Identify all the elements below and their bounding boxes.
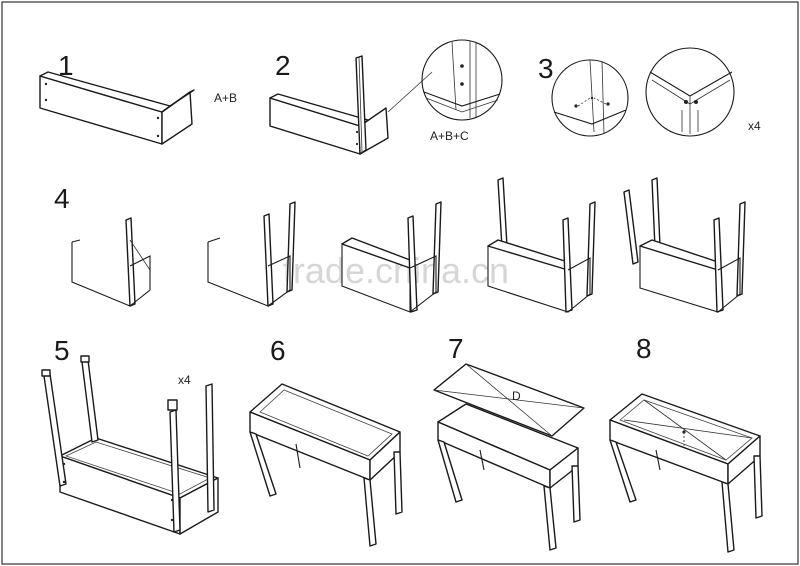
step-label: A+B+C bbox=[430, 129, 469, 143]
leg bbox=[571, 465, 581, 523]
step-8: 8 bbox=[609, 333, 763, 553]
step-label: A+B bbox=[214, 91, 237, 105]
step-number: 7 bbox=[448, 333, 464, 364]
leg bbox=[205, 383, 215, 513]
zoom-detail-2 bbox=[645, 47, 735, 137]
panel-d-label: D bbox=[512, 389, 521, 403]
step-7: 7 D bbox=[433, 333, 585, 551]
leg bbox=[753, 455, 763, 519]
leg bbox=[363, 477, 377, 547]
panel-b bbox=[161, 91, 193, 145]
leg bbox=[437, 439, 463, 503]
step-number: 5 bbox=[54, 335, 70, 366]
leg bbox=[609, 439, 637, 503]
leg bbox=[81, 359, 99, 443]
panel-b-top bbox=[161, 89, 195, 113]
leg-c bbox=[355, 55, 367, 155]
step-number: 4 bbox=[54, 183, 70, 214]
step-number: 8 bbox=[636, 333, 652, 364]
step-number: 3 bbox=[538, 53, 554, 84]
leg bbox=[393, 451, 403, 515]
step-4-stage-1 bbox=[71, 217, 151, 307]
step-4-stage-2 bbox=[207, 201, 296, 307]
step-number: 2 bbox=[275, 50, 291, 81]
step-number: 1 bbox=[58, 50, 74, 81]
step-4: 4 bbox=[54, 177, 746, 313]
step-label: x4 bbox=[748, 119, 761, 133]
zoom-detail bbox=[421, 39, 503, 121]
step-6: 6 bbox=[249, 335, 403, 547]
zoom-detail-1 bbox=[551, 59, 629, 137]
leg bbox=[249, 431, 277, 497]
step-3: 3 x4 bbox=[538, 47, 761, 137]
step-5: 5 x4 bbox=[41, 335, 219, 535]
leg bbox=[543, 485, 557, 551]
leg-cap bbox=[167, 399, 178, 411]
step-1: 1 A+B bbox=[39, 50, 237, 145]
zoom-leader bbox=[387, 71, 433, 113]
step-4-stage-3 bbox=[341, 201, 442, 313]
step-4-stage-5 bbox=[623, 177, 746, 313]
step-label: x4 bbox=[178, 373, 191, 387]
leg bbox=[721, 481, 735, 553]
step-2: 2 A+B+C bbox=[269, 39, 503, 155]
step-number: 6 bbox=[270, 335, 286, 366]
step-4-stage-4 bbox=[487, 177, 596, 313]
leg bbox=[43, 373, 67, 487]
